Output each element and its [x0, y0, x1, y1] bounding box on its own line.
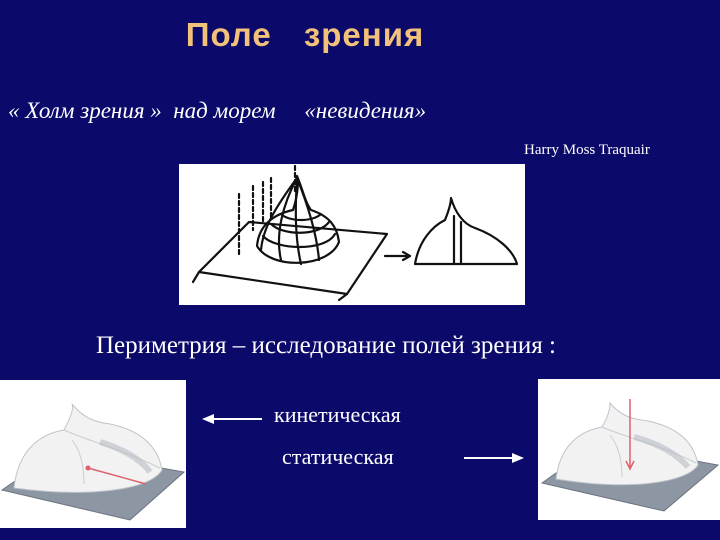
hill-of-vision-figure — [179, 164, 525, 305]
slide-subtitle: « Холм зрения » над морем «невидения» — [8, 98, 427, 123]
static-label: статическая — [282, 444, 394, 469]
base-plane — [197, 220, 389, 296]
arrow-left-icon — [202, 414, 262, 424]
cross-section — [413, 196, 519, 266]
author-name: Harry Moss Traquair — [524, 142, 650, 158]
arrow-right-icon — [464, 453, 524, 463]
kinetic-label: кинетическая — [274, 402, 401, 427]
kinetic-perimetry-image — [0, 380, 186, 528]
static-perimetry-image — [538, 379, 720, 520]
perimetry-heading: Периметрия – исследование полей зрения : — [96, 332, 556, 359]
slide-title: Поле зрения — [185, 16, 425, 53]
hill-of-vision-drawing — [191, 164, 519, 302]
